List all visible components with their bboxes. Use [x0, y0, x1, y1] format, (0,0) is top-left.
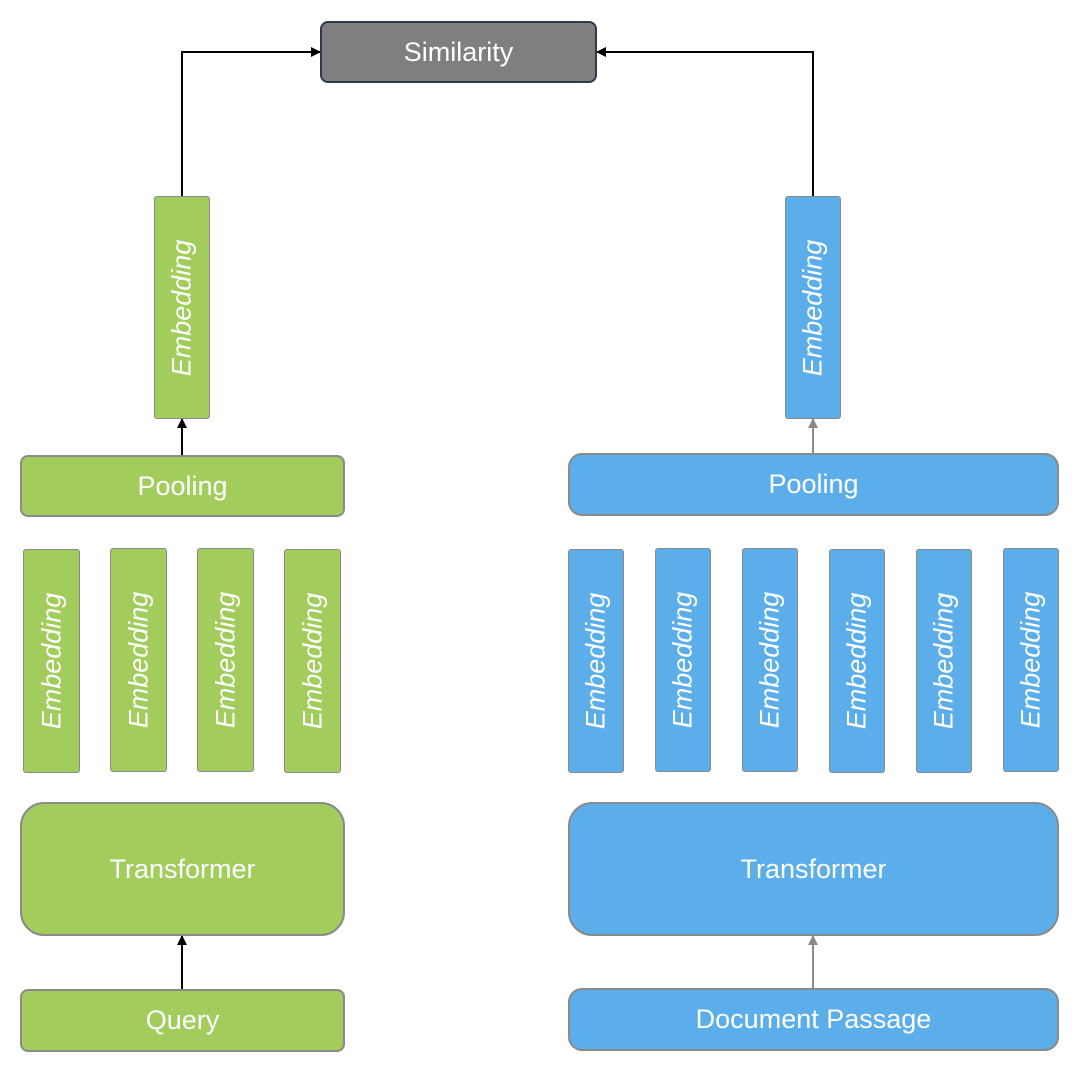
right-token-embedding-label: Embedding	[580, 592, 611, 730]
right-token-embedding-label: Embedding	[928, 592, 959, 730]
right-token-embedding: Embedding	[916, 549, 972, 773]
document-passage-label: Document Passage	[695, 1004, 932, 1034]
right-token-embedding-label: Embedding	[667, 591, 698, 729]
right-token-embedding-label: Embedding	[754, 591, 785, 729]
right-pooling-label: Pooling	[768, 469, 859, 499]
right-sentence-embedding-label: Embedding	[797, 239, 828, 376]
right-token-embedding-label: Embedding	[1015, 591, 1046, 729]
left-token-embedding-label: Embedding	[297, 592, 327, 730]
similarity-box: Similarity	[320, 21, 597, 83]
right-token-embedding: Embedding	[1003, 548, 1059, 772]
right-token-embedding: Embedding	[829, 549, 885, 773]
left-sentence-embedding: Embedding	[154, 196, 210, 419]
query-box: Query	[20, 989, 345, 1052]
left-token-embedding-label: Embedding	[123, 591, 153, 729]
similarity-label: Similarity	[403, 36, 514, 67]
left-token-embedding: Embedding	[284, 549, 341, 773]
right-transformer-label: Transformer	[740, 853, 887, 884]
document-passage-box: Document Passage	[568, 988, 1059, 1051]
right-sentence-embedding: Embedding	[785, 196, 841, 419]
arrow-left-embedding-to-similarity	[181, 47, 321, 196]
right-token-embedding: Embedding	[568, 549, 624, 773]
right-token-embedding: Embedding	[742, 548, 798, 772]
left-pooling-box: Pooling	[20, 455, 345, 517]
left-token-embedding-label: Embedding	[210, 591, 240, 729]
left-sentence-embedding-label: Embedding	[166, 239, 197, 376]
arrow-right-embedding-to-similarity	[596, 47, 814, 196]
left-transformer-box: Transformer	[20, 802, 345, 936]
right-token-embedding-label: Embedding	[841, 592, 872, 730]
left-transformer-label: Transformer	[109, 853, 256, 884]
left-pooling-label: Pooling	[137, 470, 228, 501]
right-transformer-box: Transformer	[568, 802, 1059, 936]
left-token-embedding: Embedding	[110, 548, 167, 772]
left-token-embedding-label: Embedding	[36, 592, 66, 730]
left-token-embedding: Embedding	[23, 549, 80, 773]
right-pooling-box: Pooling	[568, 453, 1059, 516]
left-token-embedding: Embedding	[197, 548, 254, 772]
query-label: Query	[145, 1005, 220, 1035]
right-token-embedding: Embedding	[655, 548, 711, 772]
